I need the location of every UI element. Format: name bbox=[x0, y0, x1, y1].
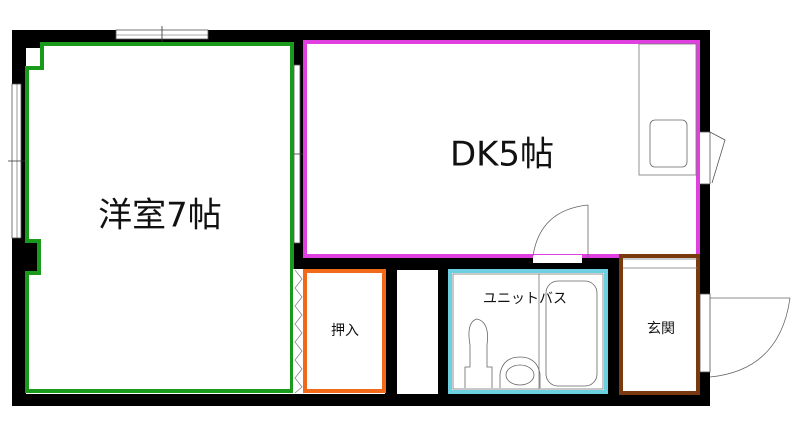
western-room-outline bbox=[25, 42, 294, 393]
windows bbox=[8, 26, 726, 244]
entrance-door bbox=[699, 293, 791, 378]
sliding-door-zigzag bbox=[294, 269, 303, 394]
storage-space bbox=[397, 270, 438, 394]
closet-outline bbox=[303, 269, 386, 393]
closet-label: 押入 bbox=[331, 323, 359, 339]
washbasin bbox=[464, 318, 493, 388]
toilet bbox=[499, 356, 541, 388]
door-dk bbox=[532, 204, 589, 263]
dk-room-outline bbox=[303, 40, 700, 258]
entrance-outline bbox=[619, 254, 700, 395]
western-room-label: 洋室7帖 bbox=[98, 195, 222, 236]
entrance-label: 玄関 bbox=[647, 321, 675, 337]
dk-room-label: DK5帖 bbox=[449, 134, 555, 175]
sink bbox=[649, 119, 688, 168]
unit-bath-label: ユニットバス bbox=[483, 291, 567, 307]
bathtub bbox=[545, 280, 598, 387]
